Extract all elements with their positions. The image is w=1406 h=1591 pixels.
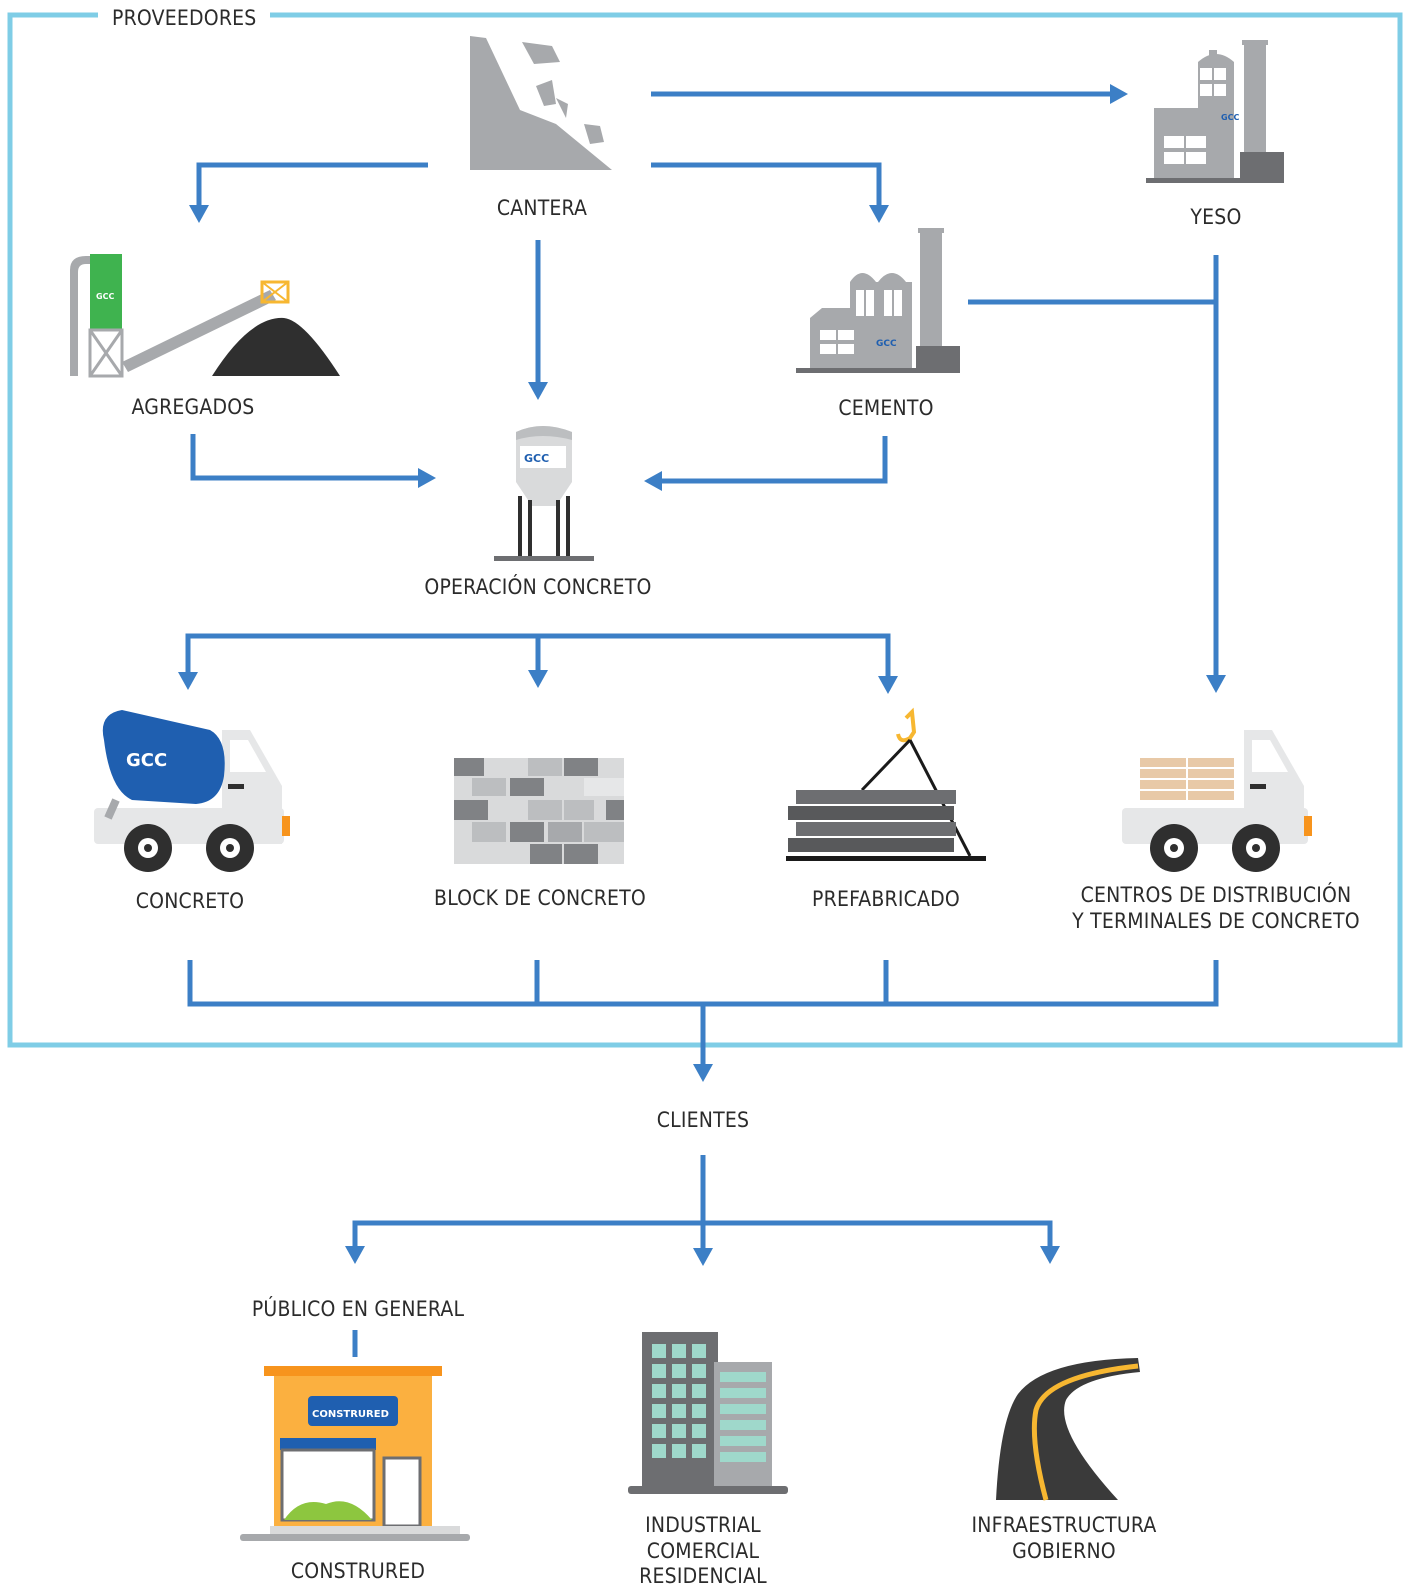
construred-store-icon: CONSTRURED — [240, 1366, 470, 1541]
operacion-concreto-label: OPERACIÓN CONCRETO — [424, 575, 652, 599]
pallet-truck-icon — [1122, 730, 1312, 872]
concreto-label: CONCRETO — [135, 889, 245, 913]
infra-label-line1: INFRAESTRUCTURA — [971, 1513, 1157, 1537]
road-icon — [996, 1358, 1140, 1501]
construred-logo: CONSTRURED — [312, 1409, 389, 1420]
block-wall-icon — [454, 758, 624, 864]
arrow-cantera-agregados — [196, 162, 428, 207]
cement-plant-icon: GCC — [796, 228, 960, 373]
cantera-label: CANTERA — [496, 196, 588, 220]
line-products-clientes — [187, 960, 1219, 1007]
quarry-icon — [470, 36, 612, 170]
construred-label: CONSTRURED — [290, 1559, 426, 1583]
mixer-truck-icon: GCC — [94, 710, 290, 872]
gcc-logo: GCC — [96, 292, 114, 301]
block-concreto-label: BLOCK DE CONCRETO — [434, 886, 646, 910]
publico-label: PÚBLICO EN GENERAL — [251, 1297, 465, 1321]
arrow-cantera-cemento — [651, 162, 882, 207]
agregados-label: AGREGADOS — [131, 395, 255, 419]
industrial-label-line3: RESIDENCIAL — [639, 1564, 767, 1588]
buildings-icon — [628, 1332, 788, 1494]
cemento-label: CEMENTO — [838, 396, 934, 420]
yeso-label: YESO — [1190, 205, 1242, 229]
gcc-logo: GCC — [876, 339, 897, 349]
infra-label-line2: GOBIERNO — [1012, 1539, 1116, 1563]
precast-slabs-icon — [786, 707, 986, 861]
centros-label-line1: CENTROS DE DISTRIBUCIÓN — [1080, 883, 1352, 907]
prefabricado-label: PREFABRICADO — [812, 887, 960, 911]
gypsum-plant-icon: GCC — [1146, 40, 1284, 183]
industrial-label-line2: COMERCIAL — [646, 1539, 760, 1563]
connectors — [178, 84, 1226, 1357]
gcc-logo: GCC — [524, 452, 549, 465]
clientes-label: CLIENTES — [656, 1108, 750, 1132]
aggregates-plant-icon: GCC — [70, 254, 340, 378]
arrow-agregados-operacion — [190, 434, 420, 481]
industrial-label-line1: INDUSTRIAL — [645, 1513, 761, 1537]
centros-label-line2: Y TERMINALES DE CONCRETO — [1072, 909, 1360, 933]
concrete-silo-icon: GCC — [494, 426, 594, 561]
proveedores-title: PROVEEDORES — [98, 5, 271, 31]
gcc-logo: GCC — [126, 750, 167, 771]
arrow-cemento-operacion — [660, 436, 888, 484]
gcc-logo: GCC — [1221, 113, 1239, 122]
